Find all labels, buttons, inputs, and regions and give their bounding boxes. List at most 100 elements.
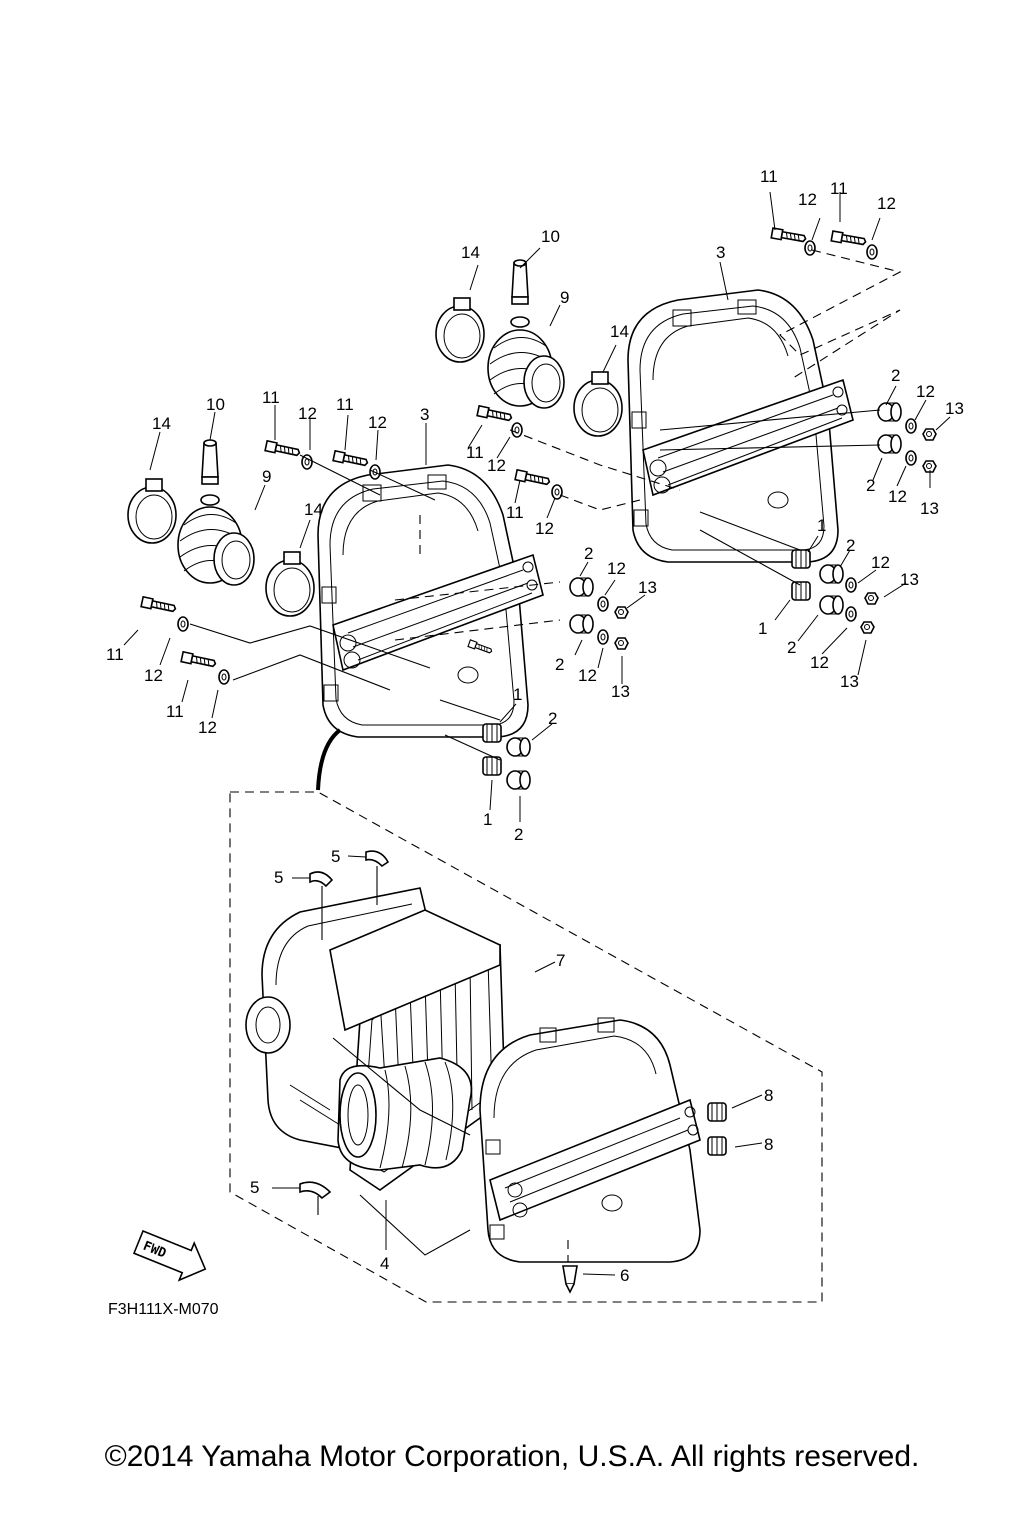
damper-left-1 xyxy=(482,723,502,743)
callout-leaders xyxy=(123,191,951,1276)
drain-plug xyxy=(562,1265,578,1294)
right-hose-clamp-inner xyxy=(573,371,623,437)
callout-6: 6 xyxy=(620,1266,629,1285)
callout-12: 12 xyxy=(810,653,829,672)
nut-right-1 xyxy=(922,428,937,441)
left-joint xyxy=(177,506,255,586)
forward-arrow-icon: FWD xyxy=(132,1229,207,1282)
callout-1: 1 xyxy=(513,685,522,704)
exploded-view-border xyxy=(229,791,823,1303)
grommet-2 xyxy=(707,1136,727,1156)
copyright-notice: ©2014 Yamaha Motor Corporation, U.S.A. A… xyxy=(104,1440,920,1473)
callout-7: 7 xyxy=(556,951,565,970)
callout-13: 13 xyxy=(611,682,630,701)
callout-12: 12 xyxy=(487,456,506,475)
callout-4: 4 xyxy=(380,1254,389,1273)
callout-11: 11 xyxy=(830,179,848,198)
callout-2: 2 xyxy=(866,476,875,495)
damper-right-1 xyxy=(791,549,811,569)
right-hose-clamp-outer xyxy=(435,297,485,363)
callout-12: 12 xyxy=(888,487,907,506)
callout-1: 1 xyxy=(758,619,767,638)
callout-3: 3 xyxy=(420,405,429,424)
callout-9: 9 xyxy=(262,467,271,486)
right-joint xyxy=(487,329,565,409)
left-fitting xyxy=(201,439,219,485)
callout-13: 13 xyxy=(920,499,939,518)
collar-right-4 xyxy=(819,595,844,615)
nut-right-3 xyxy=(864,592,879,605)
lower-cover-half xyxy=(479,1017,701,1263)
bolt-right-3 xyxy=(476,405,514,424)
bolt-left-2 xyxy=(332,450,370,469)
left-hose-clamp-outer xyxy=(127,478,177,544)
collar-left-1 xyxy=(569,577,594,597)
collar-left-2 xyxy=(569,614,594,634)
left-hose-clamp-inner xyxy=(265,551,315,617)
callout-5: 5 xyxy=(331,847,340,866)
collar-right-1 xyxy=(877,402,902,422)
callout-12: 12 xyxy=(198,718,217,737)
callout-8: 8 xyxy=(764,1086,773,1105)
callout-12: 12 xyxy=(298,404,317,423)
assembly-lines-upper xyxy=(189,249,902,761)
callout-13: 13 xyxy=(900,570,919,589)
callout-11: 11 xyxy=(506,503,524,522)
left-fitting-seal xyxy=(200,494,220,506)
washer-left-3 xyxy=(177,616,189,632)
washer-right-5 xyxy=(905,418,917,434)
clip-2 xyxy=(365,850,390,868)
bolt-left-1 xyxy=(264,440,302,459)
link-arrow xyxy=(316,728,342,791)
collar-right-3 xyxy=(819,564,844,584)
callout-labels: 11 12 11 12 10 3 14 9 14 2 12 13 2 12 13… xyxy=(106,167,964,1285)
bolt-right-1 xyxy=(770,227,808,245)
bolt-left-4 xyxy=(180,651,218,670)
callout-2: 2 xyxy=(514,825,523,844)
callout-13: 13 xyxy=(638,578,657,597)
washer-right-3 xyxy=(511,422,523,438)
callout-8: 8 xyxy=(764,1135,773,1154)
nut-left-1 xyxy=(614,606,629,619)
callout-14: 14 xyxy=(304,500,323,519)
washer-right-7 xyxy=(845,577,857,593)
collar-left-3 xyxy=(506,737,531,757)
bolt-right-2 xyxy=(830,230,868,248)
damper-right-2 xyxy=(791,581,811,601)
callout-13: 13 xyxy=(840,672,859,691)
callout-12: 12 xyxy=(871,553,890,572)
callout-13: 13 xyxy=(945,399,964,418)
callout-11: 11 xyxy=(166,702,184,721)
callout-12: 12 xyxy=(607,559,626,578)
right-fitting xyxy=(511,259,529,305)
grommet-1 xyxy=(707,1102,727,1122)
callout-2: 2 xyxy=(891,366,900,385)
callout-3: 3 xyxy=(716,243,725,262)
clip-1 xyxy=(309,871,334,888)
callout-5: 5 xyxy=(250,1178,259,1197)
callout-14: 14 xyxy=(461,243,480,262)
bolt-right-4 xyxy=(514,469,552,488)
washer-right-8 xyxy=(845,606,857,622)
callout-14: 14 xyxy=(610,322,629,341)
washer-right-1 xyxy=(804,240,816,256)
callout-12: 12 xyxy=(798,190,817,209)
washer-right-2 xyxy=(866,244,878,260)
callout-9: 9 xyxy=(560,288,569,307)
washer-left-6 xyxy=(597,629,609,645)
callout-12: 12 xyxy=(916,382,935,401)
callout-12: 12 xyxy=(578,666,597,685)
clip-3 xyxy=(299,1181,332,1200)
callout-2: 2 xyxy=(584,544,593,563)
callout-2: 2 xyxy=(846,536,855,555)
intake-funnel xyxy=(337,1057,473,1171)
washer-right-6 xyxy=(905,450,917,466)
callout-11: 11 xyxy=(106,645,124,664)
washer-right-4 xyxy=(551,484,563,500)
callout-11: 11 xyxy=(262,388,280,407)
washer-left-5 xyxy=(597,596,609,612)
callout-12: 12 xyxy=(144,666,163,685)
callout-14: 14 xyxy=(152,414,171,433)
callout-12: 12 xyxy=(535,519,554,538)
